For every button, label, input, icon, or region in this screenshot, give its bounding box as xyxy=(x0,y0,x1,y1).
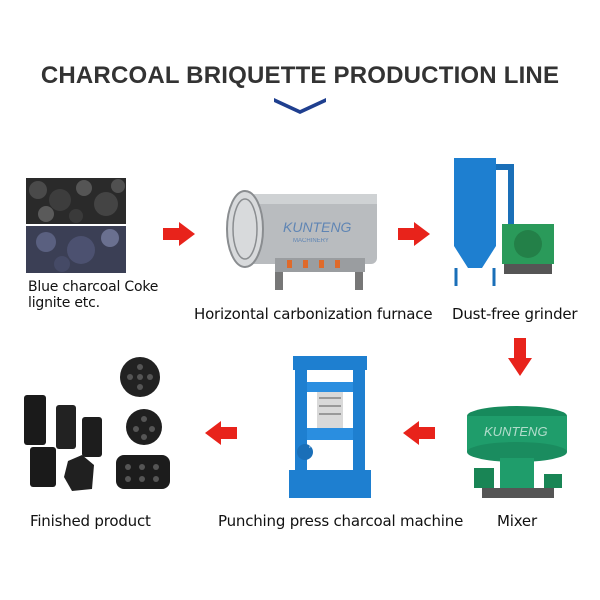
finished-product-image xyxy=(20,355,180,505)
step-mixer-label: Mixer xyxy=(497,512,537,530)
dust-free-grinder-image xyxy=(442,150,562,290)
step-finished-label: Finished product xyxy=(30,512,151,530)
kunteng-watermark: KUNTENG xyxy=(484,424,548,439)
step-raw-material-label-2: lignite etc. xyxy=(28,295,100,311)
step-grinder-label: Dust-free grinder xyxy=(452,305,578,323)
arrow-down-icon xyxy=(508,338,532,376)
kunteng-watermark: KUNTENG xyxy=(283,219,352,235)
arrow-right-icon xyxy=(398,222,430,246)
step-furnace-label: Horizontal carbonization furnace xyxy=(194,305,433,323)
mixer-image: KUNTENG xyxy=(462,398,572,508)
carbonization-furnace-image: KUNTENG MACHINERY xyxy=(215,178,385,298)
arrow-right-icon xyxy=(163,222,195,246)
step-raw-material-label-1: Blue charcoal Coke xyxy=(28,279,159,295)
arrow-left-icon xyxy=(403,421,435,445)
page-title: CHARCOAL BRIQUETTE PRODUCTION LINE xyxy=(40,62,560,89)
punching-press-image: KUNTENG xyxy=(285,352,375,502)
arrow-left-icon xyxy=(205,421,237,445)
kunteng-watermark: KUNTENG xyxy=(309,440,353,450)
chevron-down-icon xyxy=(274,98,326,114)
kunteng-watermark-sub: MACHINERY xyxy=(293,238,329,244)
step-press-label: Punching press charcoal machine xyxy=(218,512,464,530)
raw-material-image xyxy=(26,178,126,273)
